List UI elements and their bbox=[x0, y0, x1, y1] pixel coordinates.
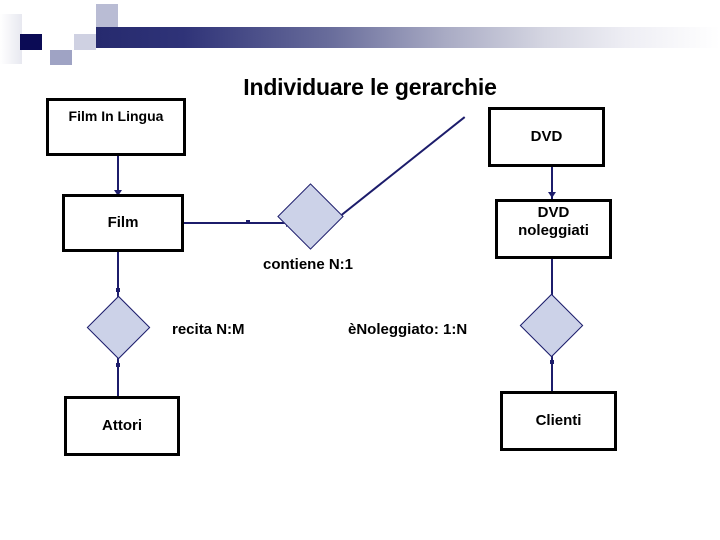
entity-label: Clienti bbox=[535, 412, 582, 430]
relationship-diamond-noleggiato[interactable] bbox=[519, 293, 584, 358]
relationship-label-noleggiato: èNoleggiato: 1:N bbox=[348, 321, 468, 338]
decorative-banner bbox=[0, 0, 720, 65]
relationship-diamond-contiene[interactable] bbox=[277, 183, 344, 250]
banner-square-lower bbox=[50, 50, 72, 65]
banner-square-gap bbox=[60, 14, 79, 34]
entity-label: DVD bbox=[530, 128, 563, 146]
connector-tick bbox=[550, 360, 554, 364]
banner-square-top bbox=[96, 4, 118, 27]
banner-square-white bbox=[74, 50, 98, 64]
banner-square-dark bbox=[20, 34, 42, 50]
entity-box-film[interactable]: Film bbox=[62, 194, 184, 252]
entity-box-dvd-noleggiati[interactable]: DVD noleggiati bbox=[495, 199, 612, 259]
arrowhead-down-film bbox=[114, 190, 122, 196]
relationship-label-contiene: contiene N:1 bbox=[263, 256, 354, 273]
connector-contiene-dvd bbox=[333, 116, 466, 222]
entity-box-attori[interactable]: Attori bbox=[64, 396, 180, 456]
entity-box-dvd[interactable]: DVD bbox=[488, 107, 605, 167]
entity-box-clienti[interactable]: Clienti bbox=[500, 391, 617, 451]
connector-film-contiene bbox=[184, 222, 292, 224]
arrowhead-down-dvdnoleggiati bbox=[548, 192, 556, 198]
banner-square-light bbox=[74, 34, 96, 50]
relationship-diamond-recita[interactable] bbox=[86, 295, 151, 360]
banner-gradient-bar bbox=[96, 27, 720, 48]
connector-tick bbox=[116, 288, 120, 292]
entity-label: DVD noleggiati bbox=[518, 204, 589, 239]
entity-box-film-in-lingua[interactable]: Film In Lingua bbox=[46, 98, 186, 156]
connector-dvd-noleggiati bbox=[551, 165, 553, 201]
page-title: Individuare le gerarchie bbox=[243, 74, 497, 100]
connector-filminlingua-film bbox=[117, 140, 119, 198]
entity-label: Film In Lingua bbox=[68, 108, 164, 124]
entity-label: Film bbox=[107, 214, 139, 232]
connector-dvdnoleggiati-noleggiato bbox=[551, 257, 553, 311]
relationship-label-recita: recita N:M bbox=[172, 321, 245, 338]
connector-tick bbox=[246, 220, 250, 224]
connector-noleggiato-clienti bbox=[551, 344, 553, 394]
connector-tick bbox=[116, 363, 120, 367]
banner-square-fade bbox=[0, 14, 22, 64]
connector-recita-attori bbox=[117, 346, 119, 398]
entity-label: Attori bbox=[102, 417, 142, 435]
connector-film-recita bbox=[117, 250, 119, 312]
